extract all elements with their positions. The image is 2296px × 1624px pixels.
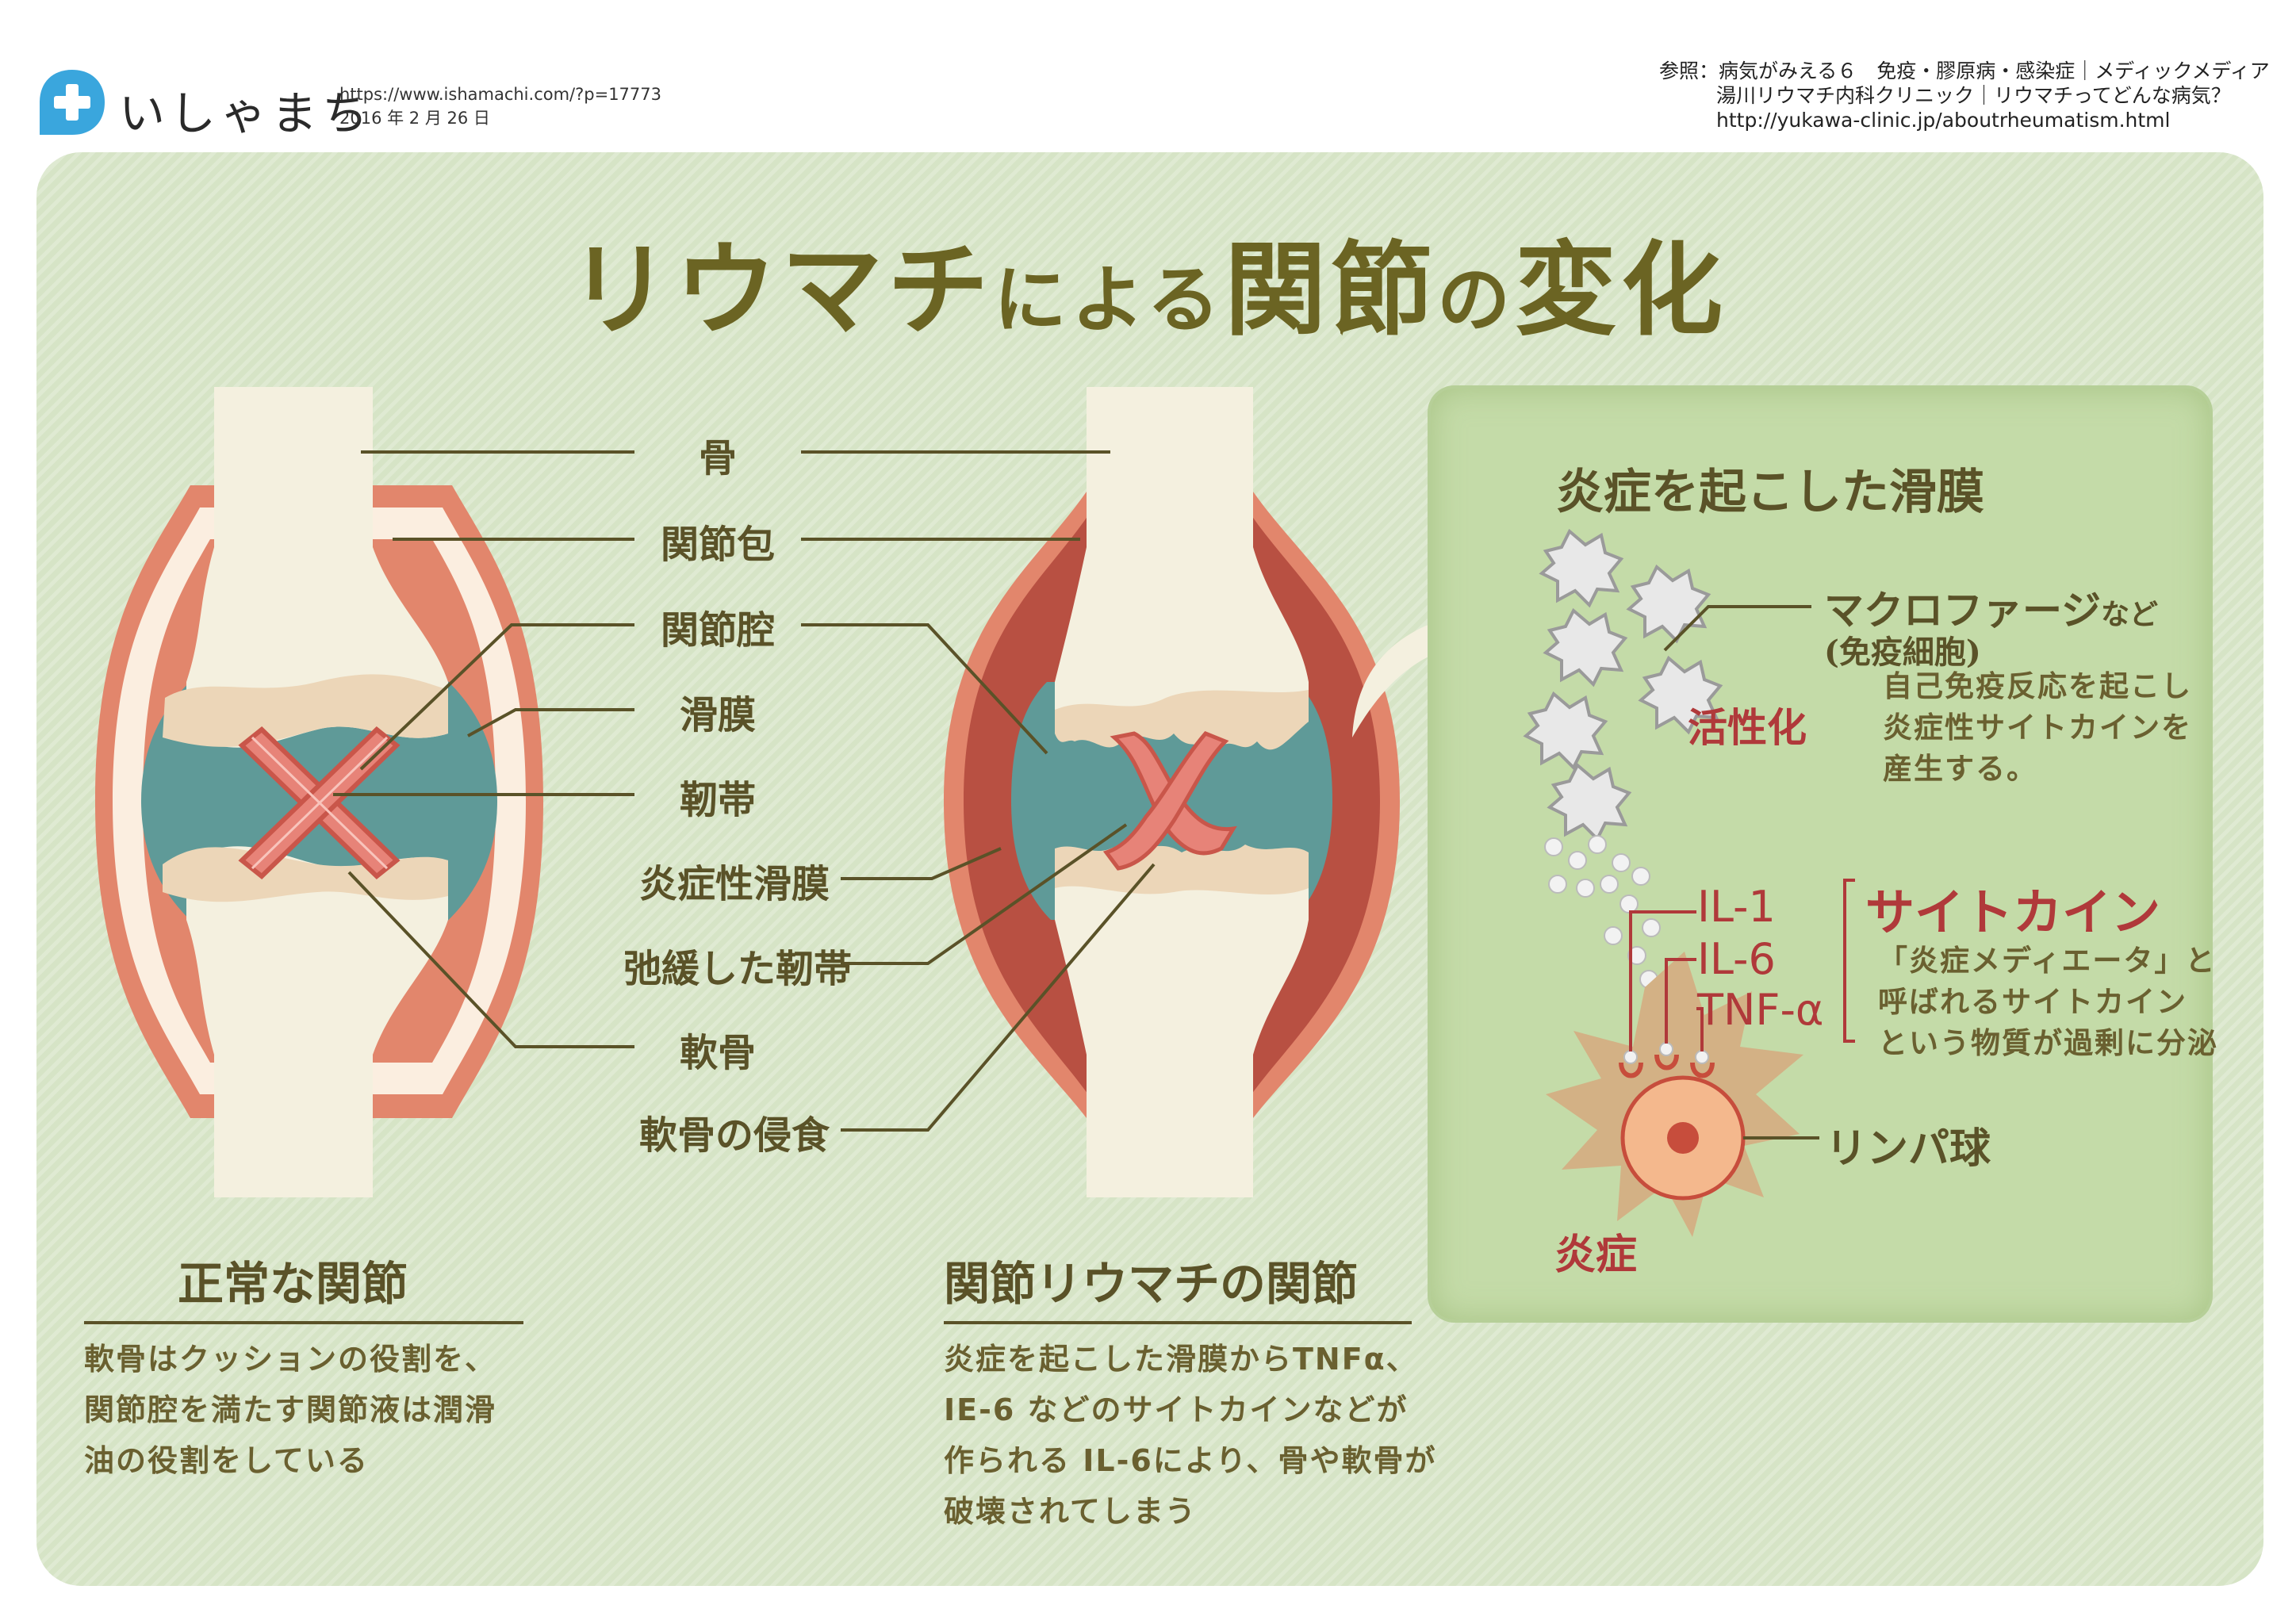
cytokine-title: サイトカイン (1865, 883, 2161, 941)
macrophage-cells (1523, 528, 1723, 842)
label-cartilage: 軟骨 (679, 1031, 756, 1075)
label-erosion: 軟骨の侵食 (638, 1113, 830, 1158)
normal-joint-upper-bone (186, 387, 448, 748)
cytokine-il1: IL-1 (1697, 882, 1776, 932)
label-ligament: 靭帯 (679, 778, 756, 822)
logo[interactable] (36, 67, 108, 138)
inset-title: 炎症を起こした滑膜 (1556, 465, 1984, 520)
label-inflamed-synovium: 炎症性滑膜 (638, 862, 830, 906)
label-bone: 骨 (698, 436, 737, 481)
macrophage-label: マクロファージなど (1824, 587, 2159, 634)
inset-illustration (1523, 528, 1855, 1237)
leader-lines (333, 450, 1156, 1132)
label-synovium: 滑膜 (679, 693, 756, 737)
ra-joint-loose-ligament (1102, 731, 1237, 871)
ra-joint (944, 387, 1400, 1197)
macrophage-description: 自己免疫反応を起こし炎症性サイトカインを産生する。 (1883, 669, 2192, 786)
inflammation-label: 炎症 (1554, 1231, 1638, 1279)
label-loose-ligament: 弛緩した靭帯 (623, 947, 852, 991)
normal-description: 軟骨はクッションの役割を、関節腔を満たす関節液は潤滑油の役割をしている (84, 1342, 497, 1478)
label-capsule: 関節包 (660, 523, 775, 567)
plus-icon (40, 70, 105, 135)
reference-2: 湯川リウマチ内科クリニック｜リウマチってどんな病気？ (1716, 84, 2231, 107)
normal-heading: 正常な関節 (178, 1257, 408, 1311)
page-title: リウマチによる関節の変化 (568, 231, 1728, 350)
cytokine-description: 「炎症メディエータ」と呼ばれるサイトカインという物質が過剰に分泌 (1878, 944, 2218, 1060)
ra-joint-lower-bone (1055, 852, 1309, 1197)
inset-box (1431, 389, 2210, 1320)
cytokine-tnf: TNF-α (1697, 985, 1824, 1035)
normal-joint-lower-bone (186, 846, 448, 1197)
activated-label: 活性化 (1688, 704, 1807, 751)
ra-description: 炎症を起こした滑膜からTNFα、IE-6 などのサイトカインなどが作られる IL… (944, 1342, 1437, 1529)
label-cavity: 関節腔 (660, 608, 775, 653)
immune-cell-label: (免疫細胞) (1824, 634, 1981, 671)
cytokine-il6: IL-6 (1697, 934, 1776, 984)
source-url[interactable]: https://www.ishamachi.com/?p=17773 (339, 85, 661, 104)
ra-heading: 関節リウマチの関節 (944, 1257, 1359, 1311)
publish-date: 2016 年 2 月 26 日 (339, 109, 490, 128)
reference-3[interactable]: http://yukawa-clinic.jp/aboutrheumatism.… (1716, 109, 2171, 132)
lymphocyte-label: リンパ球 (1826, 1124, 1991, 1173)
logo-text: いしゃまち (119, 86, 374, 140)
ra-joint-upper-bone (1055, 387, 1309, 738)
reference-1: 参照：病気がみえる６ 免疫・膠原病・感染症｜メディックメディア (1659, 59, 2270, 82)
normal-joint (95, 387, 543, 1197)
